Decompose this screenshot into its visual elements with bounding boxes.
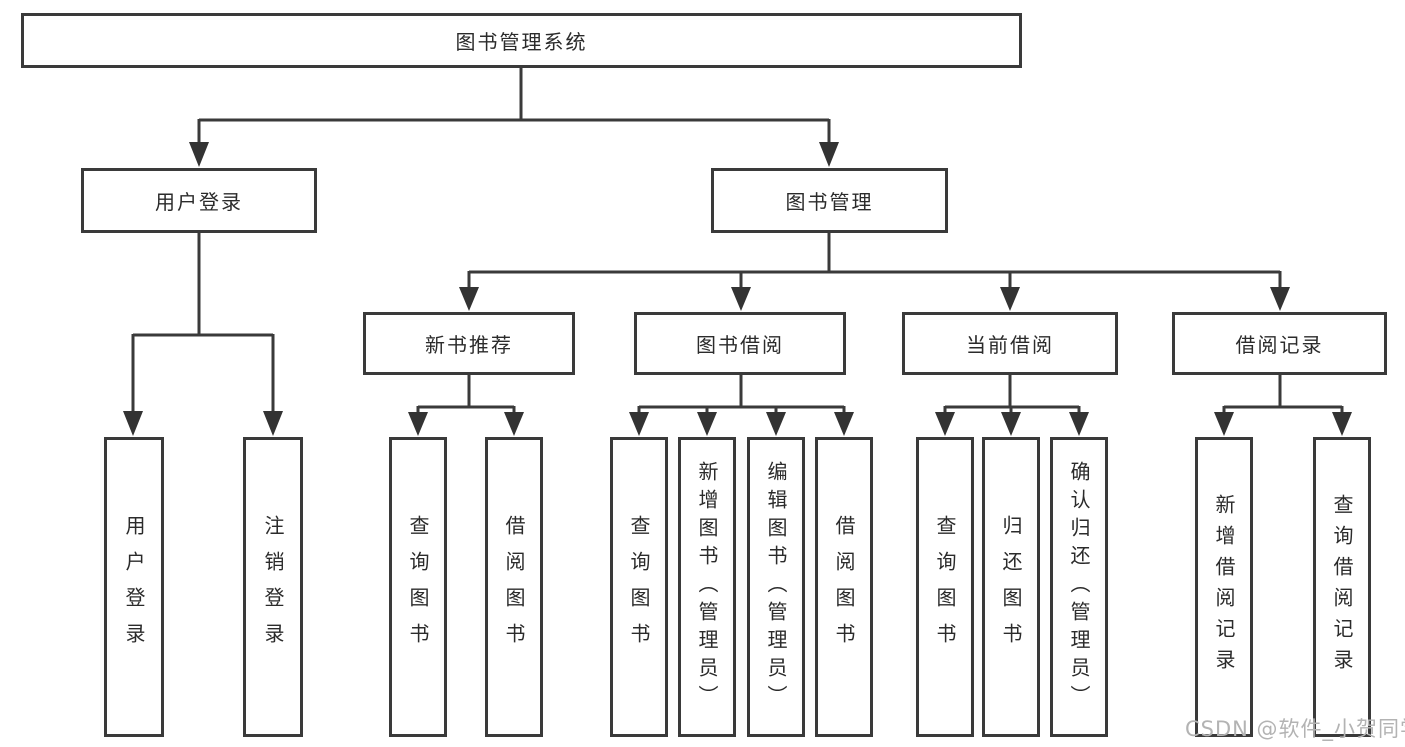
leaf-edit-books-admin: 编辑图书（管理员） — [747, 437, 805, 737]
leaf-user-login: 用户登录 — [104, 437, 164, 737]
leaf-label: 查询图书 — [406, 515, 430, 659]
node-book-management: 图书管理 — [711, 168, 948, 233]
leaf-query-books-recommend: 查询图书 — [389, 437, 447, 737]
leaf-label: 新增借阅记录 — [1212, 494, 1236, 680]
node-borrow-records: 借阅记录 — [1172, 312, 1387, 375]
leaf-query-borrow-record: 查询借阅记录 — [1313, 437, 1371, 737]
leaf-label: 查询图书 — [933, 515, 957, 659]
node-library-system: 图书管理系统 — [21, 13, 1022, 68]
leaf-label: 查询借阅记录 — [1330, 494, 1354, 680]
leaf-label: 编辑图书（管理员） — [764, 461, 788, 713]
leaf-label: 归还图书 — [999, 515, 1023, 659]
arrow-down-icon — [123, 142, 1352, 436]
leaf-label: 新增图书（管理员） — [695, 461, 719, 713]
leaf-label: 借阅图书 — [832, 515, 856, 659]
leaf-query-books-current: 查询图书 — [916, 437, 974, 737]
leaf-borrow-books: 借阅图书 — [815, 437, 873, 737]
leaf-label: 查询图书 — [627, 515, 651, 659]
node-user-login: 用户登录 — [81, 168, 317, 233]
leaf-query-books-borrow: 查询图书 — [610, 437, 668, 737]
node-book-borrow: 图书借阅 — [634, 312, 846, 375]
leaf-label: 注销登录 — [261, 515, 285, 659]
leaf-logout: 注销登录 — [243, 437, 303, 737]
leaf-label: 确认归还（管理员） — [1067, 461, 1091, 713]
leaf-label: 用户登录 — [122, 515, 146, 659]
node-new-book-recommend: 新书推荐 — [363, 312, 575, 375]
leaf-add-borrow-record: 新增借阅记录 — [1195, 437, 1253, 737]
leaf-label: 借阅图书 — [502, 515, 526, 659]
leaf-return-books: 归还图书 — [982, 437, 1040, 737]
csdn-watermark: CSDN @软件_小贺同学 — [1185, 717, 1405, 741]
leaf-add-books-admin: 新增图书（管理员） — [678, 437, 736, 737]
leaf-borrow-books-recommend: 借阅图书 — [485, 437, 543, 737]
leaf-confirm-return-admin: 确认归还（管理员） — [1050, 437, 1108, 737]
node-current-borrow: 当前借阅 — [902, 312, 1118, 375]
